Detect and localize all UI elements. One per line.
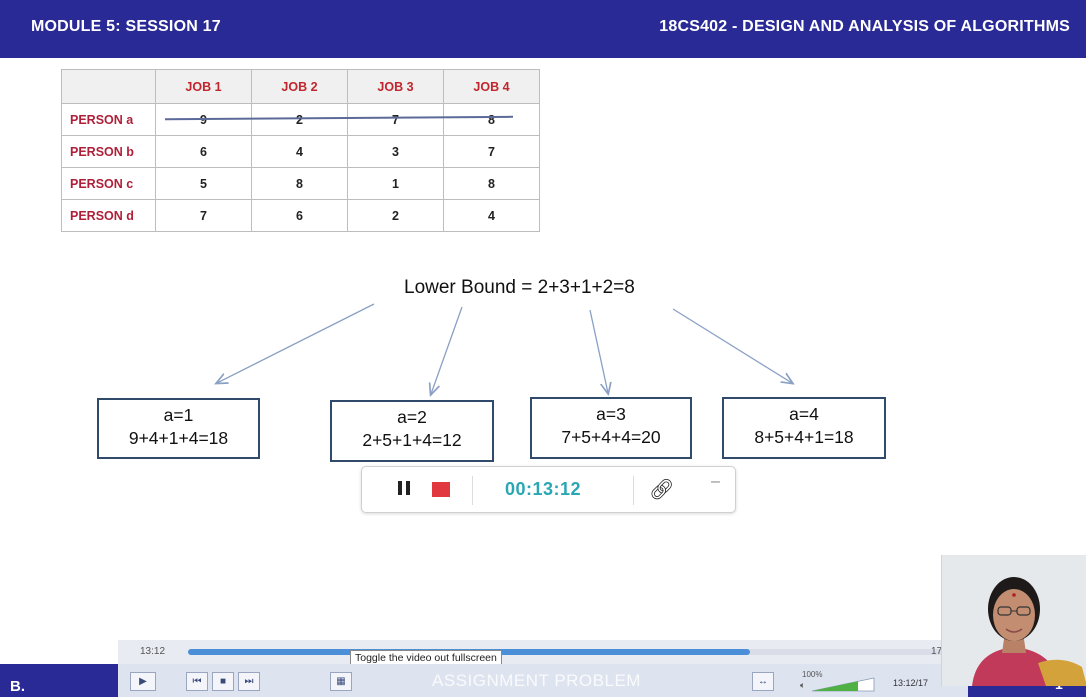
node-assignment: a=3	[596, 404, 626, 424]
row-label-person-b: PERSON b	[61, 135, 156, 168]
arrow-to-a2	[431, 306, 463, 394]
link-icon[interactable]: 🔗︎	[649, 479, 675, 501]
screen-recorder-widget: 00:13:12 🔗︎ –	[361, 466, 736, 513]
skip-forward-icon[interactable]: ⏭	[238, 672, 260, 691]
play-icon[interactable]: ▶	[130, 672, 156, 691]
column-header-job2: JOB 2	[251, 69, 348, 104]
table-corner-cell	[61, 69, 156, 104]
seek-bar[interactable]	[188, 649, 958, 655]
cell-value: 4	[443, 199, 540, 232]
footer-title: ASSIGNMENT PROBLEM	[432, 671, 641, 690]
header-bar	[0, 0, 1086, 58]
time-readout: 13:12/17	[893, 678, 929, 688]
presenter-image	[942, 555, 1086, 686]
table-row: PERSON c 5 8 1 8	[61, 167, 540, 200]
arrow-to-a3	[589, 309, 608, 393]
player-progress-area: 13:12 17	[118, 640, 968, 664]
row-label-person-c: PERSON c	[61, 167, 156, 200]
node-assignment: a=1	[163, 405, 194, 425]
column-header-job3: JOB 3	[347, 69, 444, 104]
course-title: 18CS402 - DESIGN AND ANALYSIS OF ALGORIT…	[659, 18, 1070, 35]
cell-value: 4	[251, 135, 348, 168]
author-name: B.	[10, 678, 25, 695]
skip-back-icon[interactable]: ⏮	[186, 672, 208, 691]
node-assignment: a=4	[789, 404, 819, 424]
pause-icon[interactable]	[398, 481, 412, 498]
stop-icon[interactable]	[432, 482, 450, 497]
node-cost: 8+5+4+1=18	[754, 427, 854, 447]
cell-value: 5	[155, 167, 252, 200]
table-row: PERSON d 7 6 2 4	[61, 199, 540, 232]
cell-value: 2	[251, 103, 348, 136]
tree-node-a3: a=3 7+5+4+4=20	[530, 397, 692, 459]
arrow-to-a1	[217, 303, 375, 383]
arrow-to-a4	[672, 308, 792, 383]
lower-bound-root: Lower Bound = 2+3+1+2=8	[404, 277, 635, 298]
cell-value: 7	[347, 103, 444, 136]
cell-value: 2	[347, 199, 444, 232]
cost-matrix-table: JOB 1 JOB 2 JOB 3 JOB 4 PERSON a 9 2 7 8…	[61, 69, 540, 232]
node-assignment: a=2	[397, 407, 427, 427]
tree-node-a1: a=1 9+4+1+4=18	[97, 398, 260, 459]
divider	[633, 476, 634, 505]
row-label-person-d: PERSON d	[61, 199, 156, 232]
table-header-row: JOB 1 JOB 2 JOB 3 JOB 4	[61, 69, 540, 104]
cell-value: 6	[251, 199, 348, 232]
svg-text:🔈︎: 🔈︎	[800, 681, 805, 691]
node-cost: 7+5+4+4=20	[561, 427, 661, 447]
table-row: PERSON a 9 2 7 8	[61, 103, 540, 136]
row-label-person-a: PERSON a	[61, 103, 156, 136]
tree-node-a2: a=2 2+5+1+4=12	[330, 400, 494, 462]
node-cost: 2+5+1+4=12	[362, 430, 462, 450]
fullscreen-icon[interactable]: ▦	[330, 672, 352, 691]
recording-timer: 00:13:12	[505, 479, 582, 499]
module-title: MODULE 5: SESSION 17	[31, 18, 221, 35]
cell-value: 1	[347, 167, 444, 200]
cell-value: 8	[443, 167, 540, 200]
divider	[472, 476, 473, 505]
cell-value: 8	[251, 167, 348, 200]
column-header-job1: JOB 1	[155, 69, 252, 104]
total-time: 17	[931, 646, 943, 657]
stop-button[interactable]: ■	[212, 672, 234, 691]
minimize-icon[interactable]: –	[711, 473, 720, 490]
column-header-job4: JOB 4	[443, 69, 540, 104]
volume-slider[interactable]: 🔈︎	[800, 676, 875, 692]
cell-value: 8	[443, 103, 540, 136]
presenter-webcam	[941, 555, 1086, 686]
elapsed-time: 13:12	[140, 646, 166, 657]
cell-value: 3	[347, 135, 444, 168]
cell-value: 7	[443, 135, 540, 168]
volume-level: 100%	[802, 670, 823, 679]
table-row: PERSON b 6 4 3 7	[61, 135, 540, 168]
node-cost: 9+4+1+4=18	[128, 428, 229, 448]
cell-value: 6	[155, 135, 252, 168]
fit-width-icon[interactable]: ↔	[752, 672, 774, 691]
cell-value: 7	[155, 199, 252, 232]
tree-node-a4: a=4 8+5+4+1=18	[722, 397, 886, 459]
